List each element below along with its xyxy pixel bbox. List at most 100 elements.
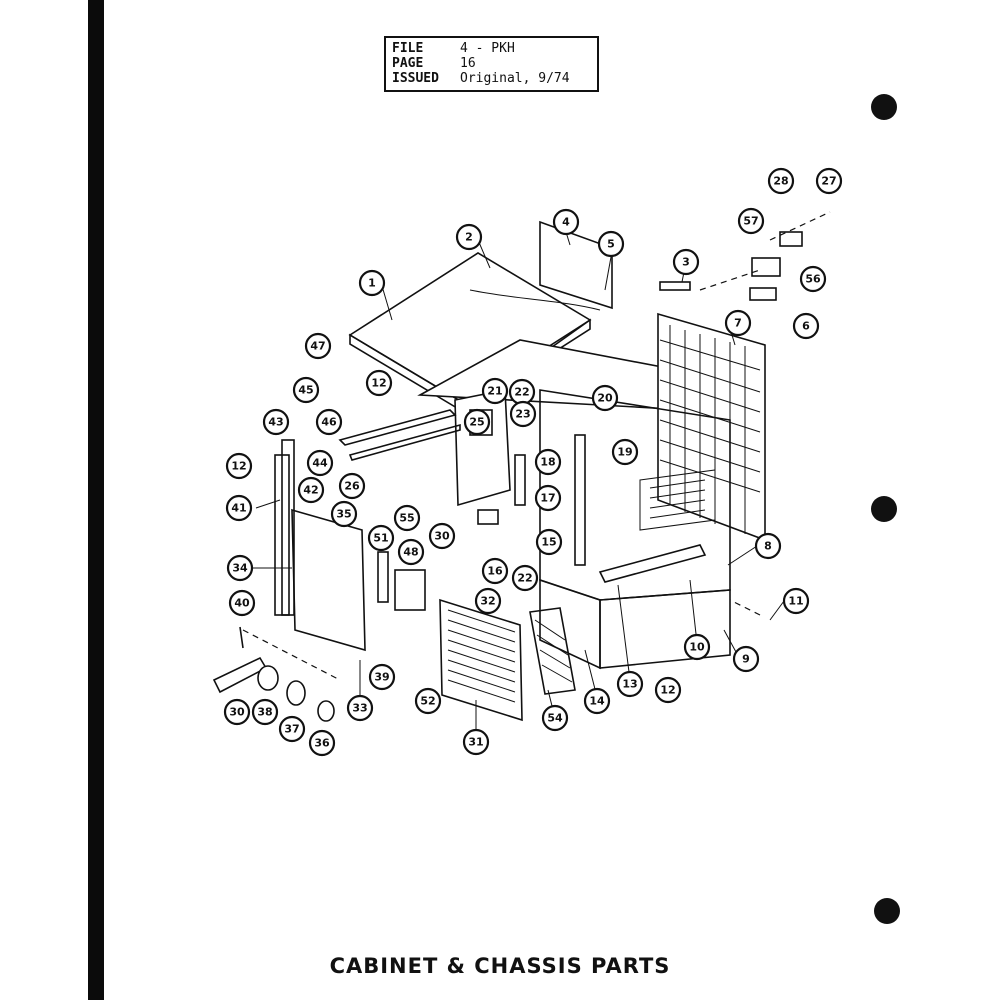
callout-8: 8: [754, 532, 782, 560]
callout-32: 32: [474, 587, 502, 615]
svg-text:43: 43: [268, 416, 283, 429]
svg-text:12: 12: [660, 684, 675, 697]
svg-text:18: 18: [540, 456, 555, 469]
svg-text:12: 12: [371, 377, 386, 390]
callout-30-b: 30: [223, 698, 251, 726]
svg-text:22: 22: [517, 572, 532, 585]
svg-text:45: 45: [298, 384, 313, 397]
svg-text:6: 6: [802, 320, 810, 333]
svg-text:19: 19: [617, 446, 632, 459]
callout-16: 16: [481, 557, 509, 585]
svg-text:38: 38: [257, 706, 272, 719]
svg-text:3: 3: [682, 256, 690, 269]
svg-text:55: 55: [399, 512, 414, 525]
callout-25: 25: [463, 408, 491, 436]
callout-30-a: 30: [428, 522, 456, 550]
callout-52: 52: [414, 687, 442, 715]
svg-text:4: 4: [562, 216, 570, 229]
svg-text:9: 9: [742, 653, 750, 666]
issued-value: Original, 9/74: [460, 71, 570, 86]
callout-14: 14: [583, 687, 611, 715]
page-label: PAGE: [392, 56, 424, 71]
callout-7: 7: [724, 309, 752, 337]
callout-22-a: 22: [508, 378, 536, 406]
callout-33: 33: [346, 694, 374, 722]
svg-text:33: 33: [352, 702, 367, 715]
issued-row: ISSUED Original, 9/74: [392, 71, 591, 86]
callout-2: 2: [455, 223, 483, 251]
file-value: 4 - PKH: [460, 41, 515, 56]
svg-text:44: 44: [312, 457, 328, 470]
right-louver-panel: [657, 312, 766, 542]
callout-45: 45: [292, 376, 320, 404]
callout-9: 9: [732, 645, 760, 673]
callout-39: 39: [368, 663, 396, 691]
callout-35: 35: [330, 500, 358, 528]
callouts: 1 2 3 4 5 6 7 8 9 10 11 12 12 12 13 14 1…: [223, 167, 843, 757]
svg-text:7: 7: [734, 317, 742, 330]
svg-text:52: 52: [420, 695, 435, 708]
callout-55: 55: [393, 504, 421, 532]
callout-4: 4: [552, 208, 580, 236]
punch-hole-middle: [871, 496, 897, 522]
callout-3: 3: [672, 248, 700, 276]
svg-text:20: 20: [597, 392, 613, 405]
svg-text:42: 42: [303, 484, 318, 497]
callout-12-a: 12: [654, 676, 682, 704]
callout-20: 20: [591, 384, 619, 412]
upper-right-small-parts: [539, 220, 803, 310]
svg-text:40: 40: [234, 597, 250, 610]
svg-text:8: 8: [764, 540, 772, 553]
svg-text:35: 35: [336, 508, 351, 521]
callout-18: 18: [534, 448, 562, 476]
callout-10: 10: [683, 633, 711, 661]
svg-text:57: 57: [743, 215, 758, 228]
svg-text:27: 27: [821, 175, 836, 188]
svg-text:48: 48: [403, 546, 418, 559]
svg-text:31: 31: [468, 736, 483, 749]
callout-19: 19: [611, 438, 639, 466]
svg-text:22: 22: [514, 386, 529, 399]
issued-label: ISSUED: [392, 71, 439, 86]
callout-57: 57: [737, 207, 765, 235]
front-grille: [439, 598, 523, 722]
svg-text:30: 30: [229, 706, 245, 719]
svg-text:1: 1: [368, 277, 376, 290]
left-front-panel: [274, 409, 461, 652]
svg-text:30: 30: [434, 530, 450, 543]
callout-46: 46: [315, 408, 343, 436]
svg-text:54: 54: [547, 712, 563, 725]
callout-54: 54: [541, 704, 569, 732]
page-value: 16: [460, 56, 476, 71]
file-label: FILE: [392, 41, 424, 56]
callout-38: 38: [251, 698, 279, 726]
callout-13: 13: [616, 670, 644, 698]
callout-48: 48: [397, 538, 425, 566]
callout-56: 56: [799, 265, 827, 293]
callout-31: 31: [462, 728, 490, 756]
svg-text:23: 23: [515, 408, 530, 421]
svg-text:37: 37: [284, 723, 299, 736]
callout-12-c: 12: [225, 452, 253, 480]
callout-42: 42: [297, 476, 325, 504]
svg-text:5: 5: [607, 238, 615, 251]
svg-text:26: 26: [344, 480, 360, 493]
svg-text:28: 28: [773, 175, 788, 188]
svg-text:47: 47: [310, 340, 325, 353]
svg-text:46: 46: [321, 416, 337, 429]
callout-44: 44: [306, 449, 334, 477]
svg-text:25: 25: [469, 416, 484, 429]
svg-text:56: 56: [805, 273, 821, 286]
diagram-caption: CABINET & CHASSIS PARTS: [329, 954, 671, 978]
callout-36: 36: [308, 729, 336, 757]
punch-hole-top: [871, 94, 897, 120]
svg-text:36: 36: [314, 737, 330, 750]
svg-text:15: 15: [541, 536, 556, 549]
page-row: PAGE 16: [392, 56, 591, 71]
punch-hole-bottom: [874, 898, 900, 924]
svg-text:21: 21: [487, 385, 502, 398]
svg-text:12: 12: [231, 460, 246, 473]
svg-text:13: 13: [622, 678, 637, 691]
callout-23: 23: [509, 400, 537, 428]
